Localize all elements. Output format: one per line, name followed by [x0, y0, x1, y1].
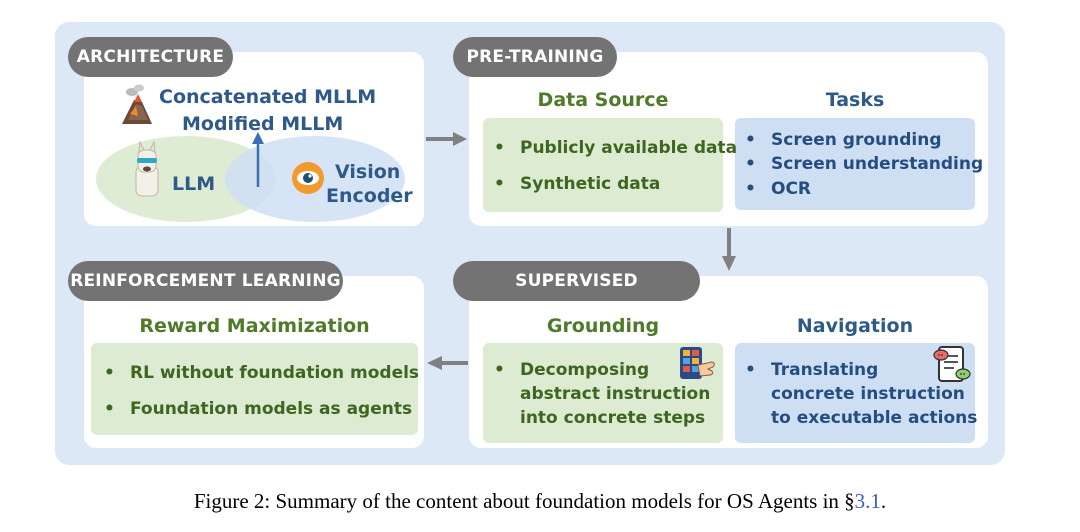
section-reference-link[interactable]: 3.1 — [854, 489, 881, 513]
chat-document-icon — [933, 346, 971, 382]
sft-header: SUPERVISED FINETUNING — [453, 261, 700, 331]
llama-icon — [135, 140, 159, 197]
upward-arrow-head — [252, 132, 264, 144]
arrow-architecture-to-pretraining — [426, 132, 467, 146]
caption-end: . — [880, 489, 887, 513]
rl-header: REINFORCEMENT LEARNING — [68, 261, 343, 301]
data-source-box — [483, 118, 723, 212]
encoder-label: Encoder — [326, 185, 413, 207]
grounding-line-1: Decomposing — [520, 360, 650, 380]
concatenated-mllm-label: Concatenated MLLM — [159, 86, 377, 108]
tasks-box — [735, 118, 975, 210]
figure-caption: Figure 2: Summary of the content about f… — [0, 489, 1080, 514]
caption-text: Figure 2: Summary of the content about f… — [193, 489, 855, 513]
arrow-pretraining-to-sft — [722, 228, 736, 271]
navigation-line-1: Translating — [771, 360, 879, 380]
arrow-sft-to-rl — [427, 356, 468, 370]
tasks-title: Tasks — [825, 89, 885, 111]
pretraining-header: PRE-TRAINING — [453, 37, 617, 77]
grounding-line-2: abstract instruction — [520, 384, 711, 404]
vision-label: Vision — [335, 161, 401, 183]
rl-box — [91, 343, 418, 435]
architecture-diagram — [96, 84, 405, 222]
reward-maximization-title: Reward Maximization — [139, 315, 370, 337]
navigation-line-2: concrete instruction — [771, 384, 965, 404]
grounding-title: Grounding — [546, 315, 660, 337]
architecture-header: ARCHITECTURE — [68, 37, 233, 77]
grounding-line-3: into concrete steps — [520, 408, 706, 428]
data-source-title: Data Source — [537, 89, 669, 111]
grid-hand-icon — [680, 347, 715, 379]
navigation-title: Navigation — [796, 315, 914, 337]
eye-icon — [292, 162, 324, 194]
modified-mllm-label: Modified MLLM — [182, 113, 344, 135]
navigation-line-3: to executable actions — [771, 408, 978, 428]
volcano-icon — [122, 84, 152, 124]
navigation-box — [735, 343, 975, 443]
llm-label: LLM — [172, 173, 216, 195]
